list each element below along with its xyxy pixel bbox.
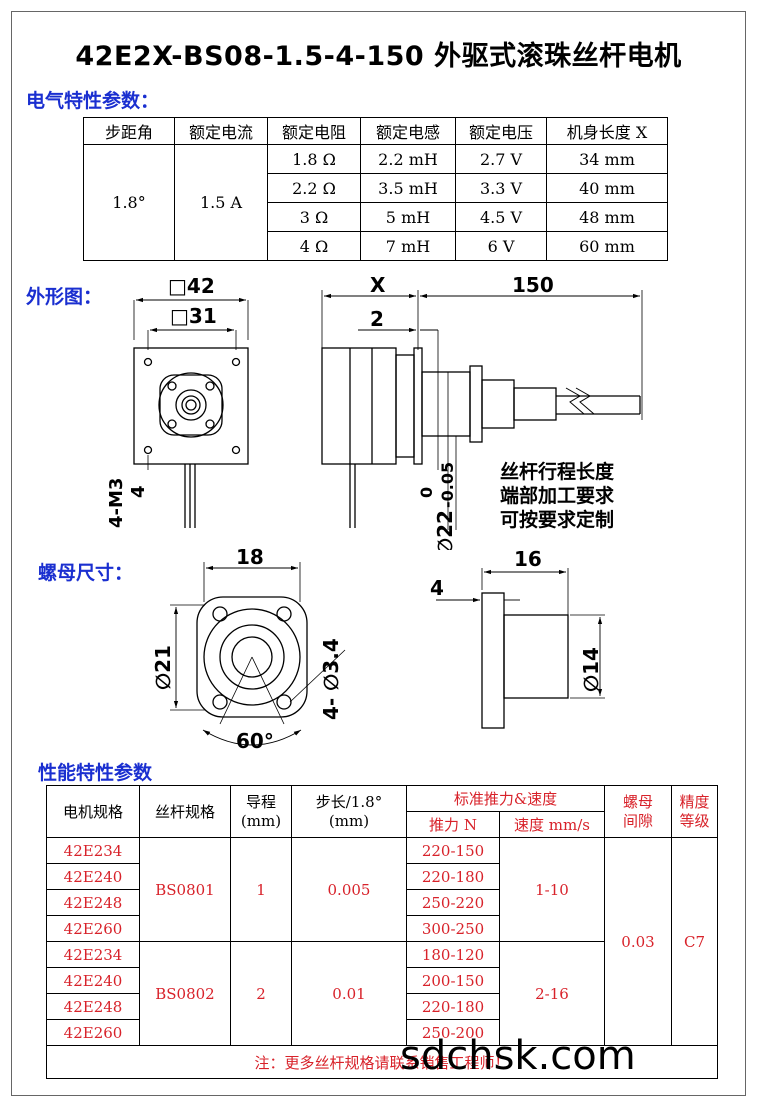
cell-thrust: 300-250	[406, 915, 500, 942]
th-lead: 导程(mm)	[230, 785, 292, 838]
dim-phi21: ∅21	[151, 645, 175, 690]
outline-note-3: 可按要求定制	[500, 508, 614, 531]
performance-table: 电机规格 丝杆规格 导程(mm) 步长/1.8°(mm) 标准推力&速度 螺母间…	[46, 785, 718, 1079]
th-current: 额定电流	[174, 117, 268, 145]
dim-2: 2	[370, 307, 384, 331]
cell: 3.3 V	[455, 173, 547, 203]
cell-thrust: 220-150	[406, 837, 500, 864]
cell-speed: 1-10	[499, 837, 605, 942]
cell: 1.8 Ω	[267, 144, 361, 174]
cell-thrust: 180-120	[406, 941, 500, 968]
th-thrust: 推力 N	[406, 811, 500, 838]
section-nut: 螺母尺寸：	[38, 562, 134, 584]
cell-step-angle: 1.8°	[83, 144, 175, 261]
th-inductance: 额定电感	[360, 117, 456, 145]
cell-step: 0.005	[291, 837, 407, 942]
electrical-table: 步距角 额定电流 额定电阻 额定电感 额定电压 机身长度 X 1.8° 1.5 …	[83, 117, 668, 261]
section-electrical: 电气特性参数：	[26, 90, 160, 112]
cell-step: 0.01	[291, 941, 407, 1046]
cell-gap: 0.03	[604, 837, 672, 1046]
dim-150: 150	[512, 273, 554, 297]
cell-motor: 42E234	[46, 837, 140, 864]
cell-thrust: 250-200	[406, 1019, 500, 1046]
cell-motor: 42E248	[46, 889, 140, 916]
th-gap: 螺母间隙	[604, 785, 672, 838]
cell: 40 mm	[546, 173, 668, 203]
dim-sq42: □42	[168, 274, 215, 298]
nut-drawing: 18 ∅21 4- ∅3.4 60° 16 4 ∅14	[151, 545, 605, 753]
th-grade: 精度等级	[671, 785, 718, 838]
cell-lead: 2	[230, 941, 292, 1046]
dim-angle: 60°	[236, 729, 274, 753]
cell-thrust: 220-180	[406, 993, 500, 1020]
cell-lead: 1	[230, 837, 292, 942]
cell-thrust: 200-150	[406, 967, 500, 994]
cell: 2.7 V	[455, 144, 547, 174]
cell: 3 Ω	[267, 202, 361, 232]
dim-tol-upper: 0	[417, 487, 436, 498]
outline-note-1: 丝杆行程长度	[500, 460, 615, 483]
section-performance: 性能特性参数	[38, 762, 153, 784]
watermark: sdchsk.com	[400, 1033, 636, 1079]
cell: 48 mm	[546, 202, 668, 232]
th-voltage: 额定电压	[455, 117, 547, 145]
cell-motor: 42E260	[46, 915, 140, 942]
cell-motor: 42E248	[46, 993, 140, 1020]
cell-speed: 2-16	[499, 941, 605, 1046]
th-standard: 标准推力&速度	[406, 785, 605, 812]
dim-phi22: ∅22	[433, 510, 457, 550]
cell: 4.5 V	[455, 202, 547, 232]
cell: 34 mm	[546, 144, 668, 174]
cell-motor: 42E240	[46, 863, 140, 890]
dim-holes: 4- ∅3.4	[319, 638, 343, 720]
dim-depth: 4	[128, 485, 149, 498]
th-resistance: 额定电阻	[267, 117, 361, 145]
outline-drawing: □42 □31 X 150 2 4-M3 4 ∅22 0 -0.05 丝杆行程长…	[106, 273, 643, 550]
dim-w18: 18	[236, 545, 264, 569]
cell-thrust: 250-220	[406, 889, 500, 916]
th-length: 机身长度 X	[546, 117, 668, 145]
outline-note-2: 端部加工要求	[500, 484, 615, 507]
cell-motor: 42E260	[46, 1019, 140, 1046]
dim-x: X	[370, 273, 386, 297]
dim-w16: 16	[514, 547, 542, 571]
dim-tol-lower: -0.05	[438, 462, 457, 508]
th-step: 步长/1.8°(mm)	[291, 785, 407, 838]
cell: 3.5 mH	[360, 173, 456, 203]
cell: 2.2 Ω	[267, 173, 361, 203]
cell-screw: BS0802	[139, 941, 231, 1046]
cell-grade: C7	[671, 837, 718, 1046]
cell: 6 V	[455, 231, 547, 261]
section-outline: 外形图：	[26, 286, 103, 308]
cell-screw: BS0801	[139, 837, 231, 942]
dim-w4: 4	[430, 576, 444, 600]
th-speed: 速度 mm/s	[499, 811, 605, 838]
cell: 60 mm	[546, 231, 668, 261]
cell-motor: 42E240	[46, 967, 140, 994]
cell-thrust: 220-180	[406, 863, 500, 890]
cell: 7 mH	[360, 231, 456, 261]
th-screw: 丝杆规格	[139, 785, 231, 838]
cell-current: 1.5 A	[174, 144, 268, 261]
cell: 5 mH	[360, 202, 456, 232]
th-step-angle: 步距角	[83, 117, 175, 145]
th-motor: 电机规格	[46, 785, 140, 838]
dim-m3: 4-M3	[106, 478, 127, 528]
cell-motor: 42E234	[46, 941, 140, 968]
cell: 2.2 mH	[360, 144, 456, 174]
page-frame	[11, 11, 746, 1096]
cell: 4 Ω	[267, 231, 361, 261]
page-title: 42E2X-BS08-1.5-4-150 外驱式滚珠丝杆电机	[75, 41, 682, 72]
dim-phi14: ∅14	[579, 647, 603, 692]
dim-sq31: □31	[170, 304, 217, 328]
table-note: 注：更多丝杆规格请联系销售工程师！	[46, 1045, 718, 1079]
